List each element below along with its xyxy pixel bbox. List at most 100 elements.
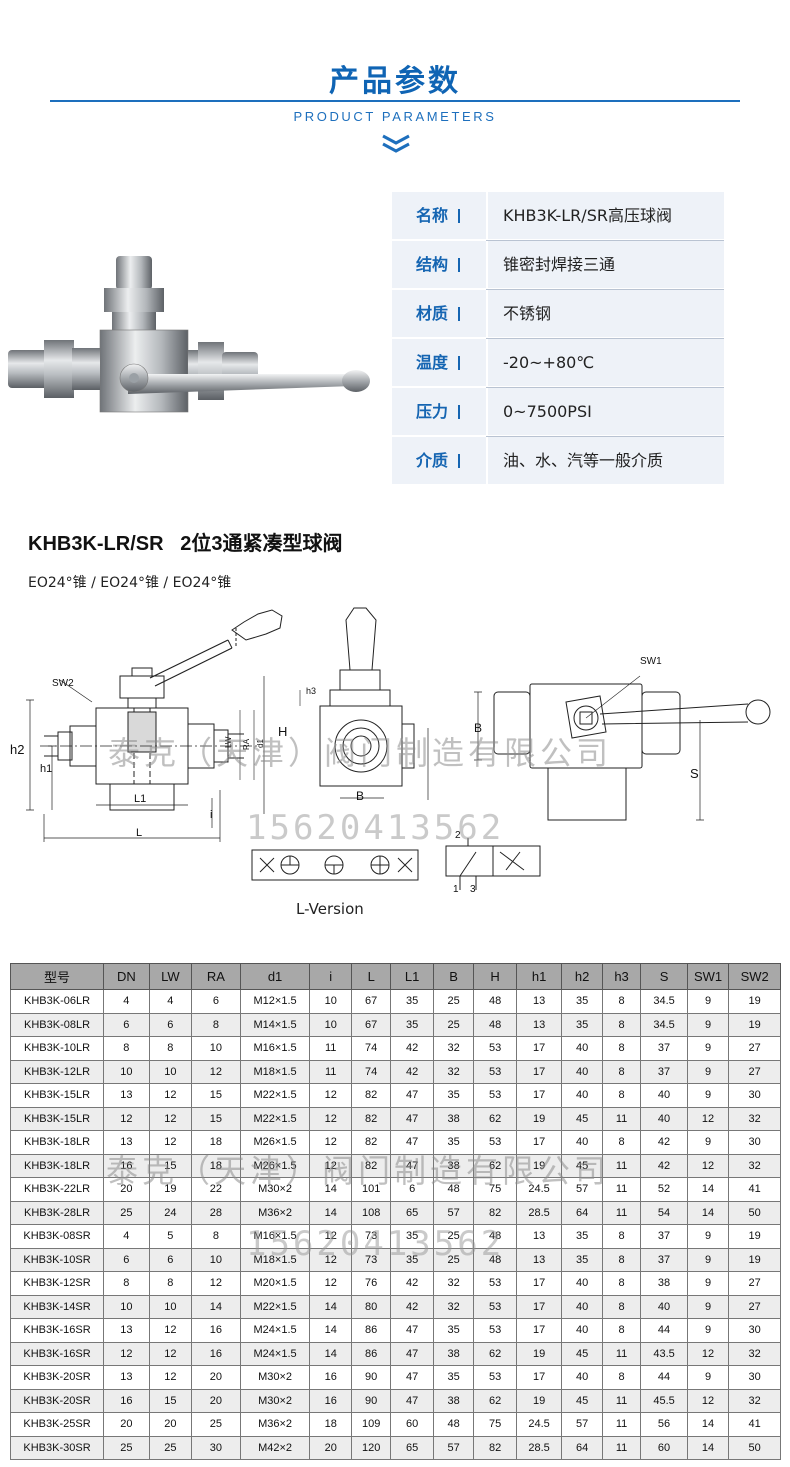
table-cell: 47 (390, 1388, 434, 1413)
table-cell: 12 (309, 1247, 352, 1272)
dim-S: S (690, 766, 699, 781)
table-cell: 32 (432, 1036, 475, 1061)
spec-row-pressure: 压力 0~7500PSI (392, 388, 724, 437)
page-subtitle: PRODUCT PARAMETERS (293, 109, 497, 124)
table-cell: 65 (390, 1435, 434, 1460)
table-cell: 50 (728, 1435, 781, 1460)
table-cell: 44 (640, 1318, 688, 1343)
table-cell: 13 (515, 1247, 563, 1272)
table-cell: 8 (601, 1083, 642, 1108)
spec-value: 锥密封焊接三通 (486, 241, 724, 288)
watermark-company-table: 泰克（天津）阀门制造有限公司 (106, 1152, 611, 1190)
dim-h1: h1 (40, 763, 52, 775)
dim-L1: L1 (134, 793, 146, 805)
table-cell: 53 (473, 1318, 517, 1343)
table-cell: 17 (515, 1365, 563, 1390)
table-cell: 57 (432, 1435, 475, 1460)
column-header: i (309, 963, 352, 990)
table-cell: 14 (686, 1412, 730, 1437)
table-cell: 10 (309, 989, 352, 1014)
table-cell: 8 (601, 1365, 642, 1390)
table-cell: 40 (640, 1294, 688, 1319)
table-cell: 28.5 (515, 1435, 563, 1460)
table-cell: 67 (350, 989, 392, 1014)
table-cell: 12 (309, 1224, 352, 1249)
table-cell: 43.5 (640, 1341, 688, 1366)
table-cell: 8 (148, 1271, 193, 1296)
table-cell: 17 (515, 1318, 563, 1343)
spec-key: 压力 (392, 388, 486, 435)
spec-key: 结构 (392, 241, 486, 288)
table-cell: 20 (309, 1435, 352, 1460)
table-cell: M22×1.5 (239, 1294, 311, 1319)
spec-value: 油、水、汽等一般介质 (486, 437, 724, 484)
table-cell: 9 (686, 989, 730, 1014)
table-cell: 12 (148, 1106, 193, 1131)
table-cell: 12 (148, 1318, 193, 1343)
table-cell: M30×2 (239, 1365, 311, 1390)
table-cell: 14 (309, 1294, 352, 1319)
table-cell: 74 (350, 1036, 392, 1061)
table-cell: 35 (432, 1318, 475, 1343)
dim-sw1: SW1 (640, 656, 662, 667)
table-cell: 57 (561, 1177, 603, 1202)
column-header: h2 (561, 963, 603, 990)
table-cell: 42 (390, 1036, 434, 1061)
table-cell: M12×1.5 (239, 989, 311, 1014)
table-cell: 48 (473, 989, 517, 1014)
table-cell: 19 (515, 1153, 563, 1178)
table-cell: 9 (686, 1247, 730, 1272)
dim-L: L (136, 827, 142, 839)
table-cell: 40 (640, 1083, 688, 1108)
spec-row-temperature: 温度 -20~+80℃ (392, 339, 724, 388)
table-cell: 40 (561, 1036, 603, 1061)
table-cell: 4 (103, 989, 150, 1014)
table-cell: 35 (561, 1224, 603, 1249)
table-cell: 11 (601, 1435, 642, 1460)
table-cell: 73 (350, 1224, 392, 1249)
table-cell: 25 (103, 1435, 150, 1460)
table-cell: M20×1.5 (239, 1271, 311, 1296)
table-cell: 6 (148, 1012, 193, 1037)
table-cell: 12 (686, 1388, 730, 1413)
column-header: 型号 (9, 963, 105, 990)
table-cell: M30×2 (239, 1388, 311, 1413)
dim-B-top: B (474, 721, 482, 735)
table-cell: 62 (473, 1106, 517, 1131)
port-2-label: 2 (455, 830, 461, 841)
table-cell: 6 (103, 1247, 150, 1272)
table-cell: M18×1.5 (239, 1247, 311, 1272)
table-cell: 35 (561, 1012, 603, 1037)
chevron-down-icon (382, 134, 410, 153)
table-cell: 82 (350, 1130, 392, 1155)
table-cell: 45 (561, 1341, 603, 1366)
spec-key-label: 温度 (416, 353, 449, 372)
table-cell: 8 (601, 1130, 642, 1155)
table-cell: 45 (561, 1388, 603, 1413)
table-cell: 27 (728, 1294, 781, 1319)
table-cell: 53 (473, 1271, 517, 1296)
table-cell: 47 (390, 1130, 434, 1155)
spec-row-medium: 介质 油、水、汽等一般介质 (392, 437, 724, 486)
dim-i: i (210, 809, 212, 821)
table-cell: 9 (686, 1365, 730, 1390)
spec-key: 材质 (392, 290, 486, 337)
table-cell: 24 (148, 1200, 193, 1225)
table-cell: M18×1.5 (239, 1059, 311, 1084)
table-cell: 35 (561, 1247, 603, 1272)
table-cell: 80 (350, 1294, 392, 1319)
column-header: SW1 (686, 963, 730, 990)
table-cell: 19 (515, 1341, 563, 1366)
table-cell: 19 (515, 1388, 563, 1413)
table-cell: 74 (350, 1059, 392, 1084)
table-cell: 38 (432, 1153, 475, 1178)
table-cell: 67 (350, 1012, 392, 1037)
table-cell: 16 (309, 1388, 352, 1413)
table-cell: 13 (515, 1224, 563, 1249)
table-cell: 10 (191, 1247, 241, 1272)
